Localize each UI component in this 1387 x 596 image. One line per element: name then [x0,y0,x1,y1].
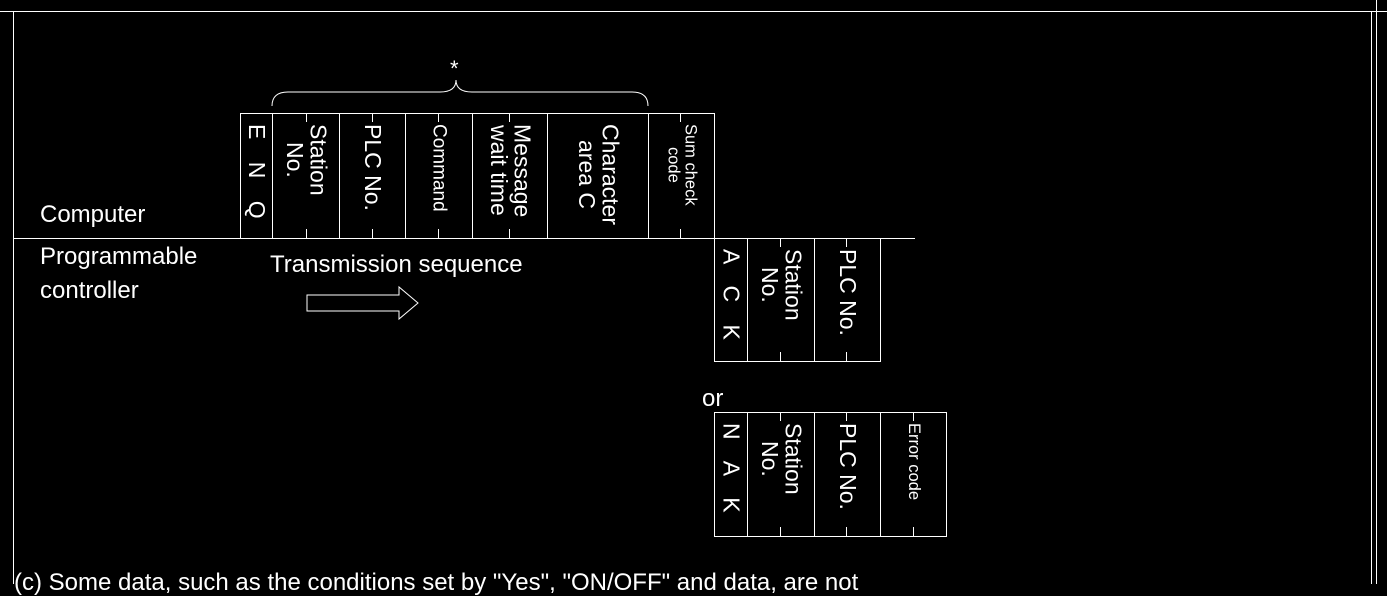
ack-text: A C K [718,249,745,348]
nak-text: N A K [718,423,745,521]
enq-cell: E N Q [240,113,273,239]
ack-plc-no-cell: PLC No. [814,238,881,362]
diagram-lines [0,0,1387,584]
enq-text: E N Q [244,124,271,227]
station-no-cell: Station No. [272,113,340,239]
message-wait-time-cell: Message wait time [472,113,548,239]
sum-check-code-cell: Sum check code [648,113,715,239]
sum-check-code-text: Sum check code [664,124,700,206]
plc-no-cell: PLC No. [339,113,406,239]
nak-station-no-cell: Station No. [747,412,815,537]
ack-plc-no-text: PLC No. [835,249,862,336]
error-code-text: Error code [904,423,923,501]
station-no-text: Station No. [282,124,332,196]
or-label: or [702,385,724,412]
ack-cell: A C K [714,238,748,362]
asterisk-note-marker: * [450,56,459,81]
command-cell: Command [405,113,473,239]
character-area-c-cell: Character area C [547,113,649,239]
nak-plc-no-text: PLC No. [835,423,862,510]
character-area-c-text: Character area C [574,124,624,225]
plc-no-text: PLC No. [360,124,387,211]
error-code-cell: Error code [880,412,947,537]
bottom-text-fragment: (c) Some data, such as the conditions se… [14,569,859,596]
nak-station-no-text: Station No. [757,423,807,495]
ack-station-no-cell: Station No. [747,238,815,362]
plc-label-line1: Programmable [40,243,198,270]
transmission-sequence-label: Transmission sequence [270,251,523,278]
transmission-arrow-icon [306,285,419,321]
nak-plc-no-cell: PLC No. [814,412,881,537]
nak-cell: N A K [714,412,748,537]
message-wait-time-text: Message wait time [486,124,536,218]
command-text: Command [428,124,450,212]
ack-station-no-text: Station No. [757,249,807,321]
computer-label: Computer [40,201,146,228]
plc-label-line2: controller [40,277,139,304]
brace-shape [271,79,649,107]
